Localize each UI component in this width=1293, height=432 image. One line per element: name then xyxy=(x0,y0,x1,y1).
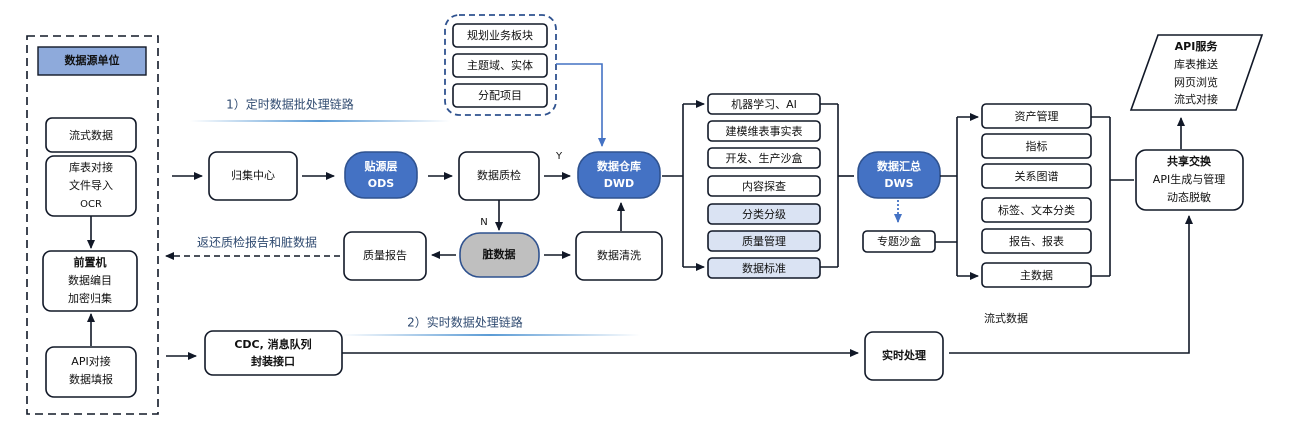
planning-item-business-label: 规划业务板块 xyxy=(467,28,533,42)
dwd-label-line1: 数据仓库 xyxy=(597,159,641,173)
dwd-governance-1-box[interactable] xyxy=(707,230,821,252)
dws-service-5-label: 主数据 xyxy=(1020,268,1053,282)
api-fill-line1: API对接 xyxy=(71,354,110,368)
dirty-data-label: 脏数据 xyxy=(483,247,516,261)
dws-service-2-label: 关系图谱 xyxy=(1015,169,1059,183)
quality-check-label: 数据质检 xyxy=(477,168,521,182)
sharing-exchange-line2: API生成与管理 xyxy=(1153,172,1225,186)
ods-label-line2: ODS xyxy=(368,177,394,190)
dwd-service-1-box[interactable] xyxy=(707,120,821,142)
dwd-governance-2-box[interactable] xyxy=(707,257,821,279)
planning-item-project[interactable] xyxy=(452,83,548,108)
dwd-governance-0-box[interactable] xyxy=(707,203,821,225)
source-unit-group: 数据源单位 流式数据 库表对接 文件导入 OCR 前置机 数据编目 加密归集 A… xyxy=(26,35,159,415)
api-fill-line2: 数据填报 xyxy=(69,372,113,386)
front-machine-title: 前置机 xyxy=(74,255,107,269)
source-unit-header-label: 数据源单位 xyxy=(65,53,120,67)
planning-item-subject-label: 主题域、实体 xyxy=(467,58,533,72)
front-machine-line3: 加密归集 xyxy=(68,291,112,305)
dws-service-4-box[interactable] xyxy=(981,228,1092,254)
dws-service-2-box[interactable] xyxy=(981,163,1092,189)
dws-service-0-box[interactable] xyxy=(981,103,1092,129)
dwd-service-2-box[interactable] xyxy=(707,147,821,169)
front-machine-line2: 数据编目 xyxy=(68,273,112,287)
dws-service-5-box[interactable] xyxy=(981,262,1092,288)
api-service-line3: 网页浏览 xyxy=(1174,75,1218,89)
realtime-processing-label: 实时处理 xyxy=(882,348,926,362)
dirty-data-node[interactable] xyxy=(459,232,540,278)
dws-service-1-label: 指标 xyxy=(1026,139,1048,153)
db-file-ocr-line2: 文件导入 xyxy=(69,178,113,192)
realtime-chain-underline xyxy=(340,334,640,336)
dwd-governance-2-label: 数据标准 xyxy=(742,261,786,275)
dwd-label-line2: DWD xyxy=(604,177,634,190)
dws-service-1-box[interactable] xyxy=(981,133,1092,159)
dwd-service-1-label: 建模维表事实表 xyxy=(726,124,803,138)
dwd-governance-1-label: 质量管理 xyxy=(742,234,786,248)
dws-node[interactable] xyxy=(857,151,941,199)
dws-label-line1: 数据汇总 xyxy=(877,159,921,173)
quality-report-label: 质量报告 xyxy=(363,248,407,262)
data-cleaning-label: 数据清洗 xyxy=(597,248,641,262)
planning-item-business[interactable] xyxy=(452,23,548,48)
dws-label-line2: DWS xyxy=(884,177,913,190)
planning-frame xyxy=(444,14,557,116)
cdc-line1: CDC, 消息队列 xyxy=(234,337,311,351)
api-service-line2: 库表推送 xyxy=(1174,57,1218,71)
batch-chain-label: 1）定时数据批处理链路 xyxy=(226,97,354,112)
realtime-processing-box[interactable] xyxy=(864,331,944,381)
api-service-title: API服务 xyxy=(1175,39,1219,53)
source-unit-frame xyxy=(26,35,159,415)
streaming-data-box[interactable] xyxy=(45,117,137,153)
planning-item-project-label: 分配项目 xyxy=(478,89,522,102)
yes-label: Y xyxy=(555,151,563,162)
dwd-governance-0-label: 分类分级 xyxy=(742,207,786,221)
streaming-data-label: 流式数据 xyxy=(69,128,113,142)
realtime-chain-label: 2）实时数据处理链路 xyxy=(407,315,523,330)
source-unit-header xyxy=(37,46,147,76)
api-service-shape[interactable] xyxy=(1129,34,1264,111)
db-file-ocr-line3: OCR xyxy=(80,199,102,210)
api-fill-box[interactable] xyxy=(45,346,137,398)
collection-center-box[interactable] xyxy=(208,151,298,201)
data-cleaning-box[interactable] xyxy=(575,231,663,281)
return-label: 返还质检报告和脏数据 xyxy=(197,235,317,250)
ods-node[interactable] xyxy=(344,151,418,199)
planning-item-subject[interactable] xyxy=(452,53,548,78)
topic-sandbox-label: 专题沙盒 xyxy=(877,234,921,248)
collection-center-label: 归集中心 xyxy=(231,168,275,182)
front-machine-box[interactable] xyxy=(42,250,138,312)
dwd-service-3-box[interactable] xyxy=(707,175,821,197)
no-label: N xyxy=(480,217,487,228)
ods-label-line1: 贴源层 xyxy=(364,159,398,173)
batch-chain-underline xyxy=(190,120,450,122)
sharing-exchange-line3: 动态脱敏 xyxy=(1167,190,1211,204)
dws-service-3-box[interactable] xyxy=(981,197,1092,223)
dwd-service-3-label: 内容探查 xyxy=(742,179,786,193)
sharing-exchange-title: 共享交换 xyxy=(1167,154,1212,168)
quality-report-box[interactable] xyxy=(343,231,427,281)
arrow-planning-to-dwd xyxy=(556,63,606,147)
sharing-exchange-box[interactable] xyxy=(1135,149,1244,211)
db-file-ocr-line1: 库表对接 xyxy=(69,160,113,174)
dws-service-3-label: 标签、文本分类 xyxy=(998,203,1075,217)
dws-service-4-label: 报告、报表 xyxy=(1009,234,1064,248)
dwd-node[interactable] xyxy=(577,151,661,199)
cdc-line2: 封装接口 xyxy=(251,354,295,368)
dwd-service-2-label: 开发、生产沙盒 xyxy=(726,151,803,165)
arrow-realtime-to-sharing xyxy=(949,215,1193,354)
dwd-service-0-label: 机器学习、AI xyxy=(731,97,797,111)
dws-service-0-label: 资产管理 xyxy=(1015,109,1059,123)
stream-data-label: 流式数据 xyxy=(984,311,1028,325)
api-service-line4: 流式对接 xyxy=(1174,92,1218,106)
